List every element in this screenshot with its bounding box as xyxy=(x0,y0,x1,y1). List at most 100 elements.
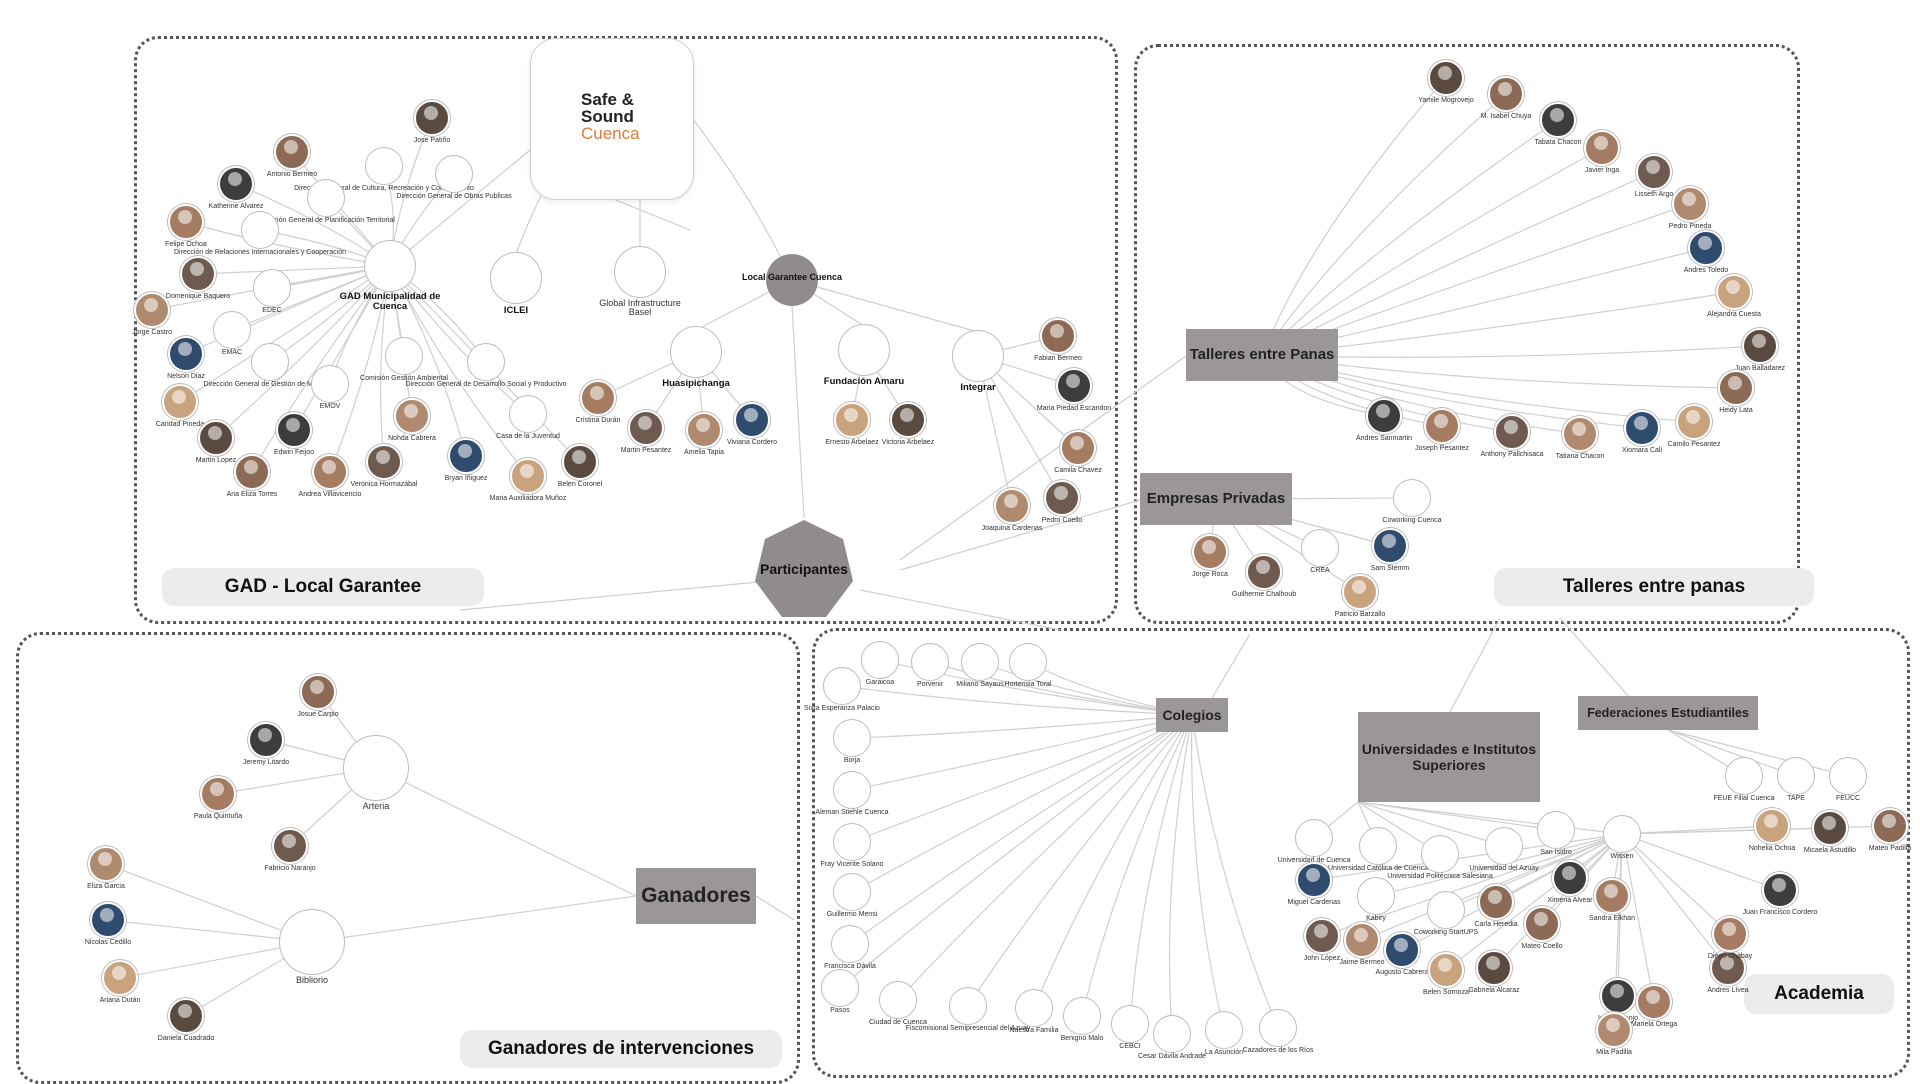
hub-colegios[interactable]: Colegios xyxy=(1156,698,1228,732)
org-logo-kabiry[interactable] xyxy=(1357,877,1395,915)
bibliorio-logo[interactable] xyxy=(279,909,345,975)
avatar-pedro-coello[interactable] xyxy=(1044,480,1080,516)
avatar-joaquina-cardenas[interactable] xyxy=(994,488,1030,524)
avatar-juan-francisco-cordero[interactable] xyxy=(1762,872,1798,908)
avatar-nicolas-cedillo[interactable] xyxy=(90,902,126,938)
org-logo-universidad-catolica-de-cuenca[interactable] xyxy=(1359,827,1397,865)
org-logo-edec[interactable] xyxy=(253,269,291,307)
avatar-m-isabel-chuya[interactable] xyxy=(1488,76,1524,112)
avatar-tatiana-chacon[interactable] xyxy=(1562,416,1598,452)
org-logo-direccion-de-relaciones-internacionales-y-cooperacion[interactable] xyxy=(241,211,279,249)
org-logo-la-asuncion[interactable] xyxy=(1205,1011,1243,1049)
avatar-pedro-pineda[interactable] xyxy=(1672,186,1708,222)
org-logo-universidad-del-azuay[interactable] xyxy=(1485,827,1523,865)
avatar-andrea-villavicencio[interactable] xyxy=(312,454,348,490)
avatar-carla-heredia[interactable] xyxy=(1478,884,1514,920)
org-logo-casa-de-la-juventud[interactable] xyxy=(509,395,547,433)
hub-empresas-privadas[interactable]: Empresas Privadas xyxy=(1140,473,1292,525)
avatar-augusto-cabrera[interactable] xyxy=(1384,932,1420,968)
avatar-gabriela-alcaraz[interactable] xyxy=(1476,950,1512,986)
avatar-cristina-duran[interactable] xyxy=(580,380,616,416)
org-logo-borja[interactable] xyxy=(833,719,871,757)
avatar-domenique-baquero[interactable] xyxy=(180,256,216,292)
org-logo-hortensia-toral[interactable] xyxy=(1009,643,1047,681)
avatar-xiomara-cali[interactable] xyxy=(1624,410,1660,446)
org-logo-emov[interactable] xyxy=(311,365,349,403)
iclei-logo[interactable] xyxy=(490,252,542,304)
avatar-ariana-dutan[interactable] xyxy=(102,960,138,996)
org-logo-comision-gestion-ambiental[interactable] xyxy=(385,337,423,375)
avatar-alejandra-cuesta[interactable] xyxy=(1716,274,1752,310)
avatar-antonio-bermeo[interactable] xyxy=(274,134,310,170)
org-logo-feucc[interactable] xyxy=(1829,757,1867,795)
avatar-felipe-ochoa[interactable] xyxy=(168,204,204,240)
avatar-nohelia-ochoa[interactable] xyxy=(1754,808,1790,844)
avatar-viviana-cordero[interactable] xyxy=(734,402,770,438)
gad-municipalidad-logo[interactable] xyxy=(364,240,416,292)
org-logo-porvenir[interactable] xyxy=(911,643,949,681)
hub-federaciones[interactable]: Federaciones Estudiantiles xyxy=(1578,696,1758,730)
org-logo-sixta-esperanza-palacio[interactable] xyxy=(823,667,861,705)
avatar-jose-patino[interactable] xyxy=(414,100,450,136)
avatar-katherine-alvarez[interactable] xyxy=(218,166,254,202)
avatar-juan-balladarez[interactable] xyxy=(1742,328,1778,364)
avatar-anthony-pallchisaca[interactable] xyxy=(1494,414,1530,450)
avatar-mateo-padilla[interactable] xyxy=(1872,808,1908,844)
org-logo-universidad-de-cuenca[interactable] xyxy=(1295,819,1333,857)
avatar-mateo-coello[interactable] xyxy=(1524,906,1560,942)
org-logo-cebci[interactable] xyxy=(1111,1005,1149,1043)
org-logo-miliano-sayaus[interactable] xyxy=(961,643,999,681)
avatar-josue-carpio[interactable] xyxy=(300,674,336,710)
avatar-edwin-feijoo[interactable] xyxy=(276,412,312,448)
hub-universidades[interactable]: Universidades e Institutos Superiores xyxy=(1358,712,1540,802)
local-garantee-node[interactable] xyxy=(766,254,818,306)
avatar-irina-naranjo[interactable] xyxy=(1600,978,1636,1014)
integrar-logo[interactable] xyxy=(952,330,1004,382)
org-logo-direccion-general-de-gestion-de-movilidad[interactable] xyxy=(251,343,289,381)
org-logo-aleman-stiehle-cuenca[interactable] xyxy=(833,771,871,809)
avatar-joseph-pesantez[interactable] xyxy=(1424,408,1460,444)
org-logo-garaicoa[interactable] xyxy=(861,641,899,679)
fundacion-amaru-logo[interactable] xyxy=(838,324,890,376)
avatar-guilherme-chalhoub[interactable] xyxy=(1246,554,1282,590)
org-logo-cesar-davila-andrade[interactable] xyxy=(1153,1015,1191,1053)
avatar-sandra-elkhan[interactable] xyxy=(1594,878,1630,914)
avatar-andres-toledo[interactable] xyxy=(1688,230,1724,266)
avatar-ximena-alvear[interactable] xyxy=(1552,860,1588,896)
avatar-ernesto-arbelaez[interactable] xyxy=(834,402,870,438)
avatar-tabata-chacon[interactable] xyxy=(1540,102,1576,138)
avatar-maria-auxiliadora-munoz[interactable] xyxy=(510,458,546,494)
avatar-belen-coronel[interactable] xyxy=(562,444,598,480)
org-logo-fiscomisional-semipresencial-del-azuay[interactable] xyxy=(949,987,987,1025)
org-logo-direccion-general-de-obras-publicas[interactable] xyxy=(435,155,473,193)
org-logo-san-isidro[interactable] xyxy=(1537,811,1575,849)
avatar-jorge-castro[interactable] xyxy=(134,292,170,328)
avatar-javier-inga[interactable] xyxy=(1584,130,1620,166)
avatar-maria-piedad-escandon[interactable] xyxy=(1056,368,1092,404)
avatar-mariela-ortega[interactable] xyxy=(1636,984,1672,1020)
org-logo-direccion-general-de-planificacion-territorial[interactable] xyxy=(307,179,345,217)
avatar-patricio-barzallo[interactable] xyxy=(1342,574,1378,610)
avatar-ana-eliza-torres[interactable] xyxy=(234,454,270,490)
avatar-martin-pesantez[interactable] xyxy=(628,410,664,446)
org-logo-feue-filial-cuenca[interactable] xyxy=(1725,757,1763,795)
org-logo-benigno-malo[interactable] xyxy=(1063,997,1101,1035)
org-logo-tape[interactable] xyxy=(1777,757,1815,795)
org-logo-wissen[interactable] xyxy=(1603,815,1641,853)
avatar-john-lopez[interactable] xyxy=(1304,918,1340,954)
avatar-caridad-pineda[interactable] xyxy=(162,384,198,420)
avatar-veronica-hormazabal[interactable] xyxy=(366,444,402,480)
org-logo-crea[interactable] xyxy=(1301,529,1339,567)
avatar-amelia-tapia[interactable] xyxy=(686,412,722,448)
arteria-logo[interactable] xyxy=(343,735,409,801)
avatar-micaela-astudillo[interactable] xyxy=(1812,810,1848,846)
avatar-lisseth-argo[interactable] xyxy=(1636,154,1672,190)
org-logo-nuestra-familia[interactable] xyxy=(1015,989,1053,1027)
avatar-fabricio-naranjo[interactable] xyxy=(272,828,308,864)
org-logo-guillermo-mensi[interactable] xyxy=(833,873,871,911)
hub-talleres-panas[interactable]: Talleres entre Panas xyxy=(1186,329,1338,381)
avatar-martin-lopez[interactable] xyxy=(198,420,234,456)
avatar-diego-chabay[interactable] xyxy=(1712,916,1748,952)
org-logo-ciudad-de-cuenca[interactable] xyxy=(879,981,917,1019)
avatar-victoria-arbelaez[interactable] xyxy=(890,402,926,438)
